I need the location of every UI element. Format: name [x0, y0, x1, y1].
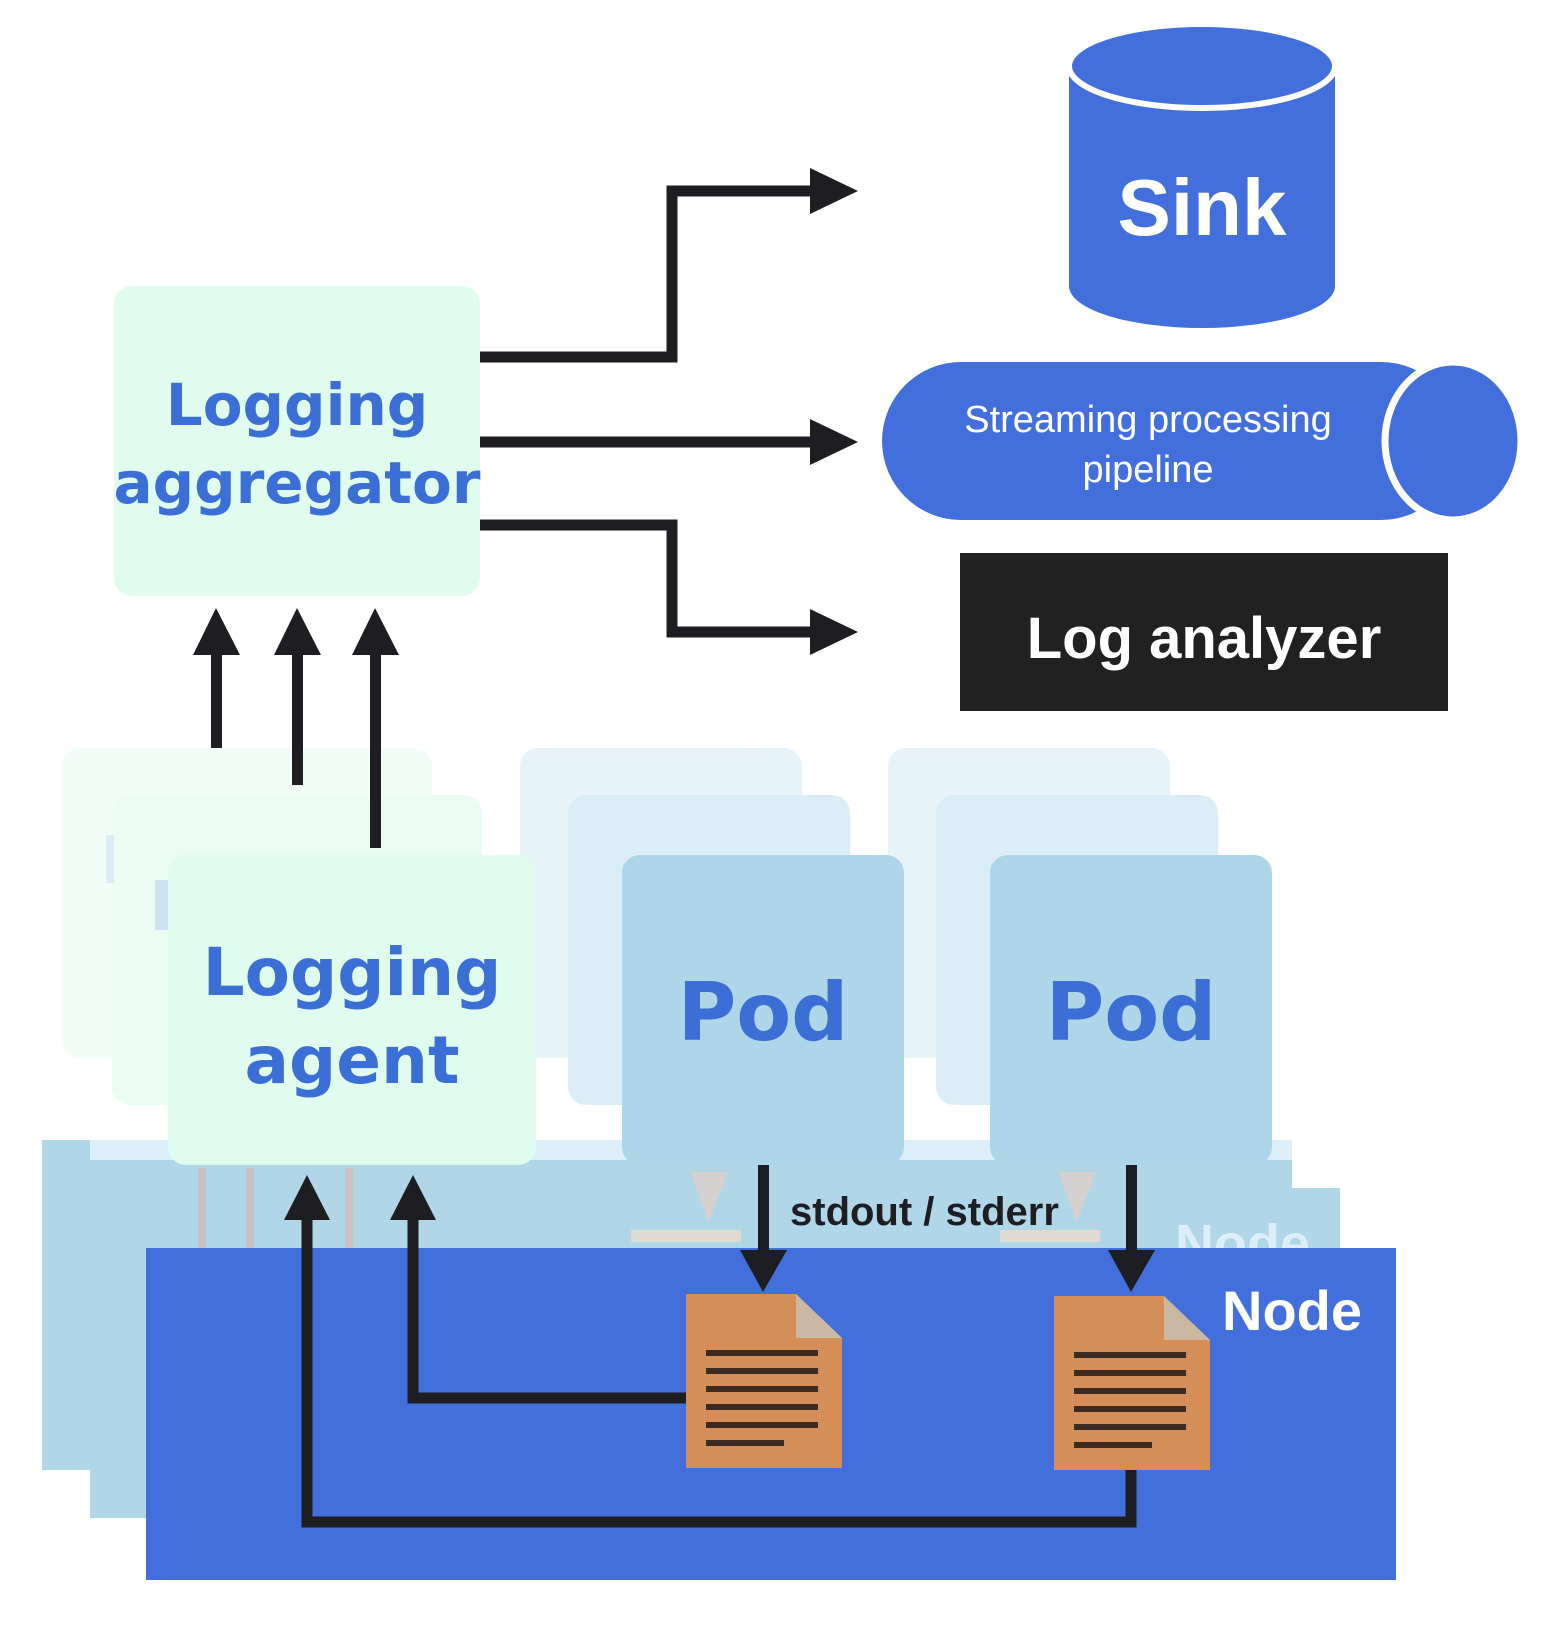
arrow-shaft — [292, 650, 303, 785]
aggregator-output-arrows — [480, 168, 858, 655]
arrow-path-to-analyzer — [480, 519, 815, 638]
sink-top — [1066, 21, 1338, 111]
pod-to-file-arrows — [740, 1165, 1155, 1292]
arrow-head — [810, 419, 858, 465]
ghost-arrow — [1058, 1172, 1096, 1222]
log-file-fold — [1164, 1296, 1210, 1340]
arrow-path-to-sink — [480, 185, 815, 363]
ghost-fragment — [106, 835, 114, 883]
ghost-line — [198, 1168, 206, 1248]
arrow-head — [193, 608, 240, 655]
ghost-fragment — [155, 880, 171, 930]
logging-aggregator-label-line2: aggregator — [114, 449, 481, 517]
node-label: Node — [1222, 1279, 1362, 1342]
arrow-head — [810, 168, 858, 214]
pod-label-2: Pod — [1046, 966, 1217, 1059]
arrow-head — [740, 1250, 787, 1292]
sink-database-icon: Sink — [1066, 21, 1338, 328]
log-analyzer-label: Log analyzer — [1027, 606, 1382, 671]
arrow-head — [352, 608, 399, 655]
arrow-path — [301, 1215, 1137, 1528]
arrow-shaft — [370, 650, 381, 848]
ghost-file-edge — [631, 1230, 741, 1242]
arrow-head — [390, 1175, 436, 1220]
log-file-icon — [1054, 1296, 1210, 1470]
logging-aggregator-box — [114, 286, 480, 596]
arrow-shaft — [758, 1165, 769, 1255]
arrow-shaft — [211, 650, 222, 748]
logging-agent-label-line1: Logging — [203, 934, 502, 1011]
arrow-path — [407, 1215, 686, 1404]
streaming-pipeline-icon: Streaming processing pipeline — [882, 358, 1525, 524]
arrow-head — [1108, 1250, 1155, 1292]
pipeline-end-cap — [1381, 358, 1525, 524]
sink-body — [1069, 66, 1335, 328]
pod-box-2 — [990, 855, 1272, 1165]
logging-agent-box — [168, 855, 536, 1165]
arrow-head — [274, 608, 321, 655]
arrow-shaft — [1126, 1165, 1137, 1255]
log-file-fold — [796, 1294, 842, 1338]
ghost-arrow — [690, 1172, 728, 1222]
logging-aggregator-label-line1: Logging — [166, 371, 429, 439]
pipeline-label-line1: Streaming processing — [964, 399, 1332, 441]
sink-label: Sink — [1118, 163, 1287, 252]
pod-box-1 — [622, 855, 904, 1165]
ghost-file-edge — [1000, 1230, 1100, 1242]
pipeline-label-line2: pipeline — [1083, 449, 1214, 491]
arrow-head — [284, 1175, 330, 1220]
stdout-stderr-label: stdout / stderr — [790, 1190, 1059, 1234]
pipeline-body — [882, 362, 1460, 520]
pod-label-1: Pod — [678, 966, 849, 1059]
ghost-line — [246, 1168, 254, 1248]
file-to-agent-arrows — [284, 1175, 1137, 1528]
agent-to-aggregator-arrows — [193, 608, 399, 848]
log-analyzer-box — [960, 553, 1448, 711]
logging-agent-label-line2: agent — [244, 1022, 459, 1099]
ghost-line — [345, 1168, 353, 1248]
arrow-head — [810, 609, 858, 655]
log-file-icon — [686, 1294, 842, 1468]
